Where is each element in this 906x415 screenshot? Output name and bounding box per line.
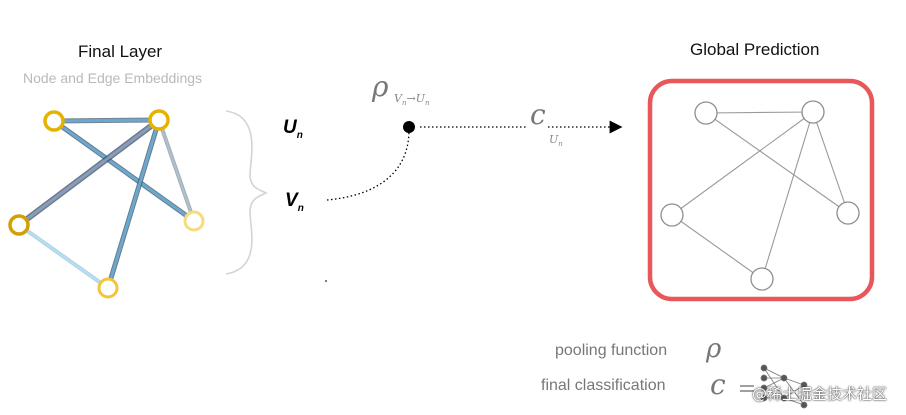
mlp-neuron bbox=[760, 374, 768, 382]
pooling-function-label: pooling function bbox=[555, 342, 668, 359]
mlp-link bbox=[763, 367, 785, 379]
mlp-link bbox=[783, 377, 805, 386]
final-classification-symbol: c bbox=[710, 368, 726, 401]
v-subscript: n bbox=[297, 202, 304, 214]
global-node-3 bbox=[836, 201, 860, 225]
global-graph bbox=[647, 78, 875, 302]
embedding-graph bbox=[8, 109, 205, 299]
mlp-neuron bbox=[800, 401, 808, 409]
mlp-neuron bbox=[760, 384, 768, 392]
u-subscript: n bbox=[296, 129, 303, 141]
global-edge-5 bbox=[761, 111, 814, 280]
c-sub-u-sub: n bbox=[558, 140, 563, 149]
prediction-frame bbox=[647, 78, 875, 302]
embedding-nodes bbox=[8, 109, 205, 299]
u-n-symbol: Un bbox=[283, 117, 303, 141]
edge-n2-n3-highlight bbox=[158, 119, 195, 222]
edge-n4-n5-highlight bbox=[18, 224, 109, 289]
watermark-text: @稀土掘金技术社区 bbox=[752, 385, 888, 403]
c-sub-u: U bbox=[549, 133, 559, 146]
node-4 bbox=[8, 214, 30, 236]
rho-sub-v: V bbox=[394, 92, 402, 105]
node-2 bbox=[148, 109, 170, 131]
global-edges bbox=[671, 111, 849, 280]
stray-dot bbox=[325, 280, 327, 282]
c-subscript: Un bbox=[549, 133, 563, 148]
c-symbol: c bbox=[528, 98, 548, 131]
edge-n1-n2-highlight bbox=[52, 118, 161, 123]
global-edge-4 bbox=[812, 111, 849, 214]
node-1 bbox=[43, 110, 65, 132]
global-edge-1 bbox=[705, 111, 814, 114]
global-edge-2 bbox=[705, 112, 849, 214]
mlp-link bbox=[763, 367, 785, 399]
mlp-neuron bbox=[780, 394, 788, 402]
rho-sub-arrow: → bbox=[406, 92, 416, 105]
rho-sub-v-sub: n bbox=[401, 99, 407, 108]
edge-n1-n3-highlight bbox=[52, 119, 196, 223]
embedding-edges bbox=[16, 117, 197, 291]
global-edge-6 bbox=[671, 214, 763, 280]
v-symbol: V bbox=[285, 190, 298, 211]
rho-sub-u: U bbox=[415, 92, 425, 105]
global-prediction-title: Global Prediction bbox=[690, 40, 820, 59]
v-to-rho-connector bbox=[326, 127, 410, 201]
embeddings-subtitle: Node and Edge Embeddings bbox=[23, 70, 203, 86]
global-edge-3 bbox=[671, 111, 814, 216]
mlp-neuron bbox=[760, 364, 768, 372]
rho-subscript: Vn→Un bbox=[394, 92, 429, 107]
node-3 bbox=[183, 210, 205, 232]
mlp-neuron bbox=[800, 381, 808, 389]
u-symbol: U bbox=[283, 117, 297, 138]
mlp-link bbox=[783, 397, 805, 406]
mlp-icon bbox=[760, 364, 808, 409]
v-n-symbol: Vn bbox=[285, 190, 304, 214]
global-node-2 bbox=[801, 100, 825, 124]
final-classification-label: final classification bbox=[541, 377, 666, 394]
edge-n2-n4-highlight bbox=[17, 118, 161, 227]
final-layer-title: Final Layer bbox=[78, 42, 163, 61]
aggregation-point bbox=[403, 121, 415, 133]
mlp-link bbox=[783, 377, 805, 406]
edge-n2-n5-highlight bbox=[106, 118, 161, 290]
mlp-neuron bbox=[760, 394, 768, 402]
global-node-5 bbox=[750, 267, 774, 291]
mlp-neuron bbox=[780, 374, 788, 382]
rho-sub-u-sub: n bbox=[424, 99, 430, 108]
global-node-4 bbox=[660, 203, 684, 227]
node-5 bbox=[97, 277, 119, 299]
curly-brace bbox=[225, 110, 268, 275]
global-node-1 bbox=[694, 101, 718, 125]
rho-symbol: ρ bbox=[372, 70, 389, 103]
pooling-function-symbol: ρ bbox=[706, 334, 722, 364]
global-nodes bbox=[660, 100, 860, 291]
